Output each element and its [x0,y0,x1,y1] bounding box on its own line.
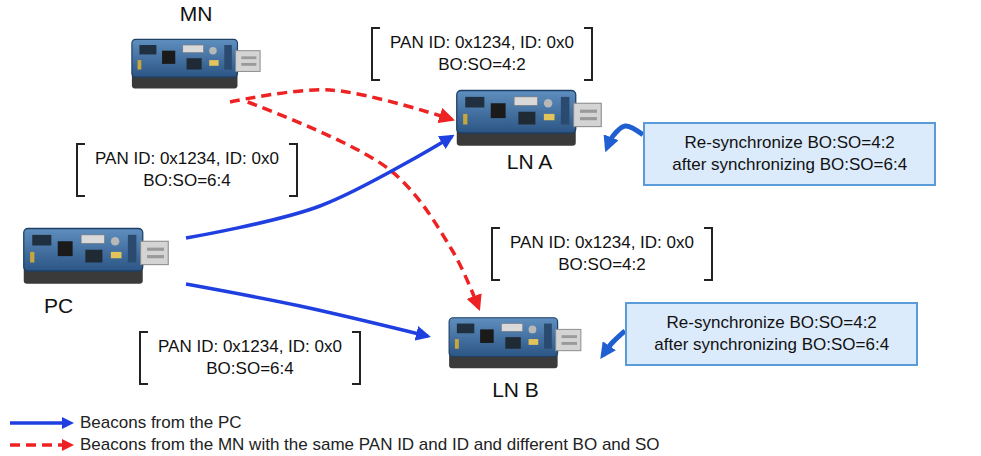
bracket [352,332,360,384]
beacon-arrow-mn [230,90,452,120]
device-board [449,318,581,368]
bracket [492,228,500,280]
device-label: MN [180,2,213,26]
legend-arrowhead [62,439,74,451]
device-label: PC [44,294,73,318]
brackets [77,28,712,384]
device-node: PC [6,218,186,318]
legend-text: Beacons from the PC [80,412,242,434]
bracket [289,144,297,196]
bracket [140,332,148,384]
beacon-arrow-mn [248,102,479,308]
device-label: LN A [507,150,553,174]
bracket [704,228,712,280]
bracket [584,28,592,80]
box-text: Re-synchronize BO:SO=4:2 after synchroni… [651,312,892,356]
process-box: Re-synchronize BO:SO=4:2 after synchroni… [625,302,918,366]
legend-line [10,443,64,447]
device-board [132,39,260,88]
resync-arrow [607,126,643,148]
process-box: Re-synchronize BO:SO=4:2 after synchroni… [643,122,936,186]
legend-line [10,421,64,425]
device-node: MN [128,2,264,102]
device-node: LN B [428,308,603,402]
resync-arrow [603,331,625,355]
beacon-label: PAN ID: 0x1234, ID: 0x0 BO:SO=4:2 [380,32,584,76]
device-node: LN A [452,80,607,174]
device-board [457,91,602,146]
bracket [372,28,380,80]
bracket [77,144,85,196]
beacon-arrow-pc [186,284,428,336]
legend-samples [10,417,74,451]
beacon-label: PAN ID: 0x1234, ID: 0x0 BO:SO=4:2 [500,232,704,276]
legend-text: Beacons from the MN with the same PAN ID… [80,434,660,456]
beacon-label: PAN ID: 0x1234, ID: 0x0 BO:SO=6:4 [148,336,352,380]
box-text: Re-synchronize BO:SO=4:2 after synchroni… [669,132,910,176]
device-label: LN B [492,378,539,402]
device-board [24,229,169,284]
beacon-label: PAN ID: 0x1234, ID: 0x0 BO:SO=6:4 [85,148,289,192]
legend-arrowhead [62,417,74,429]
